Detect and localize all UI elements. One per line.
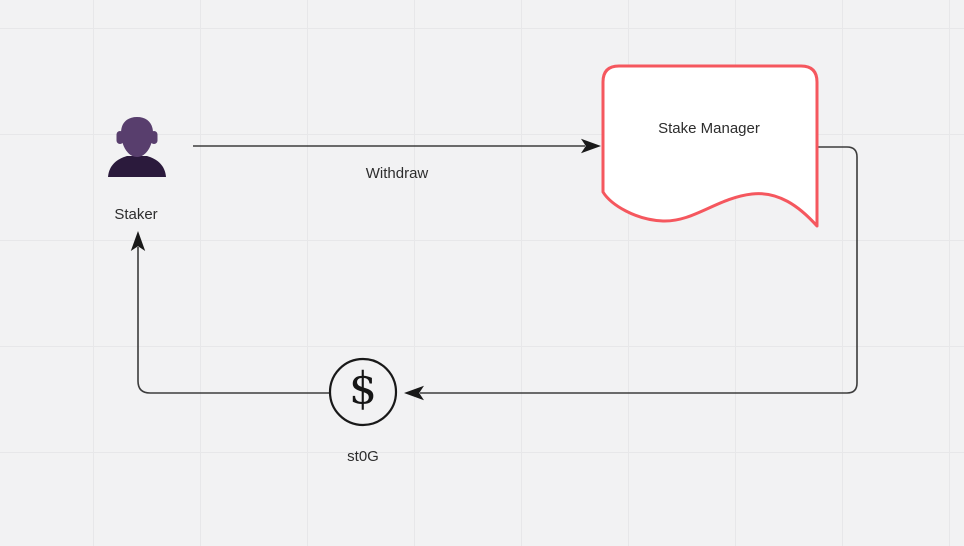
st0g-node-label[interactable]: st0G (347, 448, 379, 465)
arrowhead-left-icon (404, 385, 424, 401)
staker-node-label[interactable]: Staker (114, 206, 158, 223)
person-body-icon (108, 156, 166, 177)
withdraw-edge-label[interactable]: Withdraw (365, 165, 429, 182)
dollar-sign-icon: $ (349, 363, 377, 415)
edge-coin-to-staker-line[interactable] (137, 247, 329, 394)
person-head-icon (116, 117, 158, 157)
stake-manager-node-label[interactable]: Stake Manager (658, 120, 760, 137)
st0g-node[interactable] (328, 357, 398, 427)
edge-withdraw[interactable] (193, 138, 601, 154)
edge-manager-to-coin-line[interactable] (420, 146, 858, 394)
stake-manager-node[interactable] (601, 64, 819, 228)
staker-node[interactable] (108, 117, 166, 177)
edge-coin-to-staker[interactable] (130, 231, 329, 394)
arrowhead-up-icon (130, 231, 146, 251)
arrowhead-right-icon (581, 138, 601, 154)
edge-manager-to-coin[interactable] (404, 146, 858, 401)
